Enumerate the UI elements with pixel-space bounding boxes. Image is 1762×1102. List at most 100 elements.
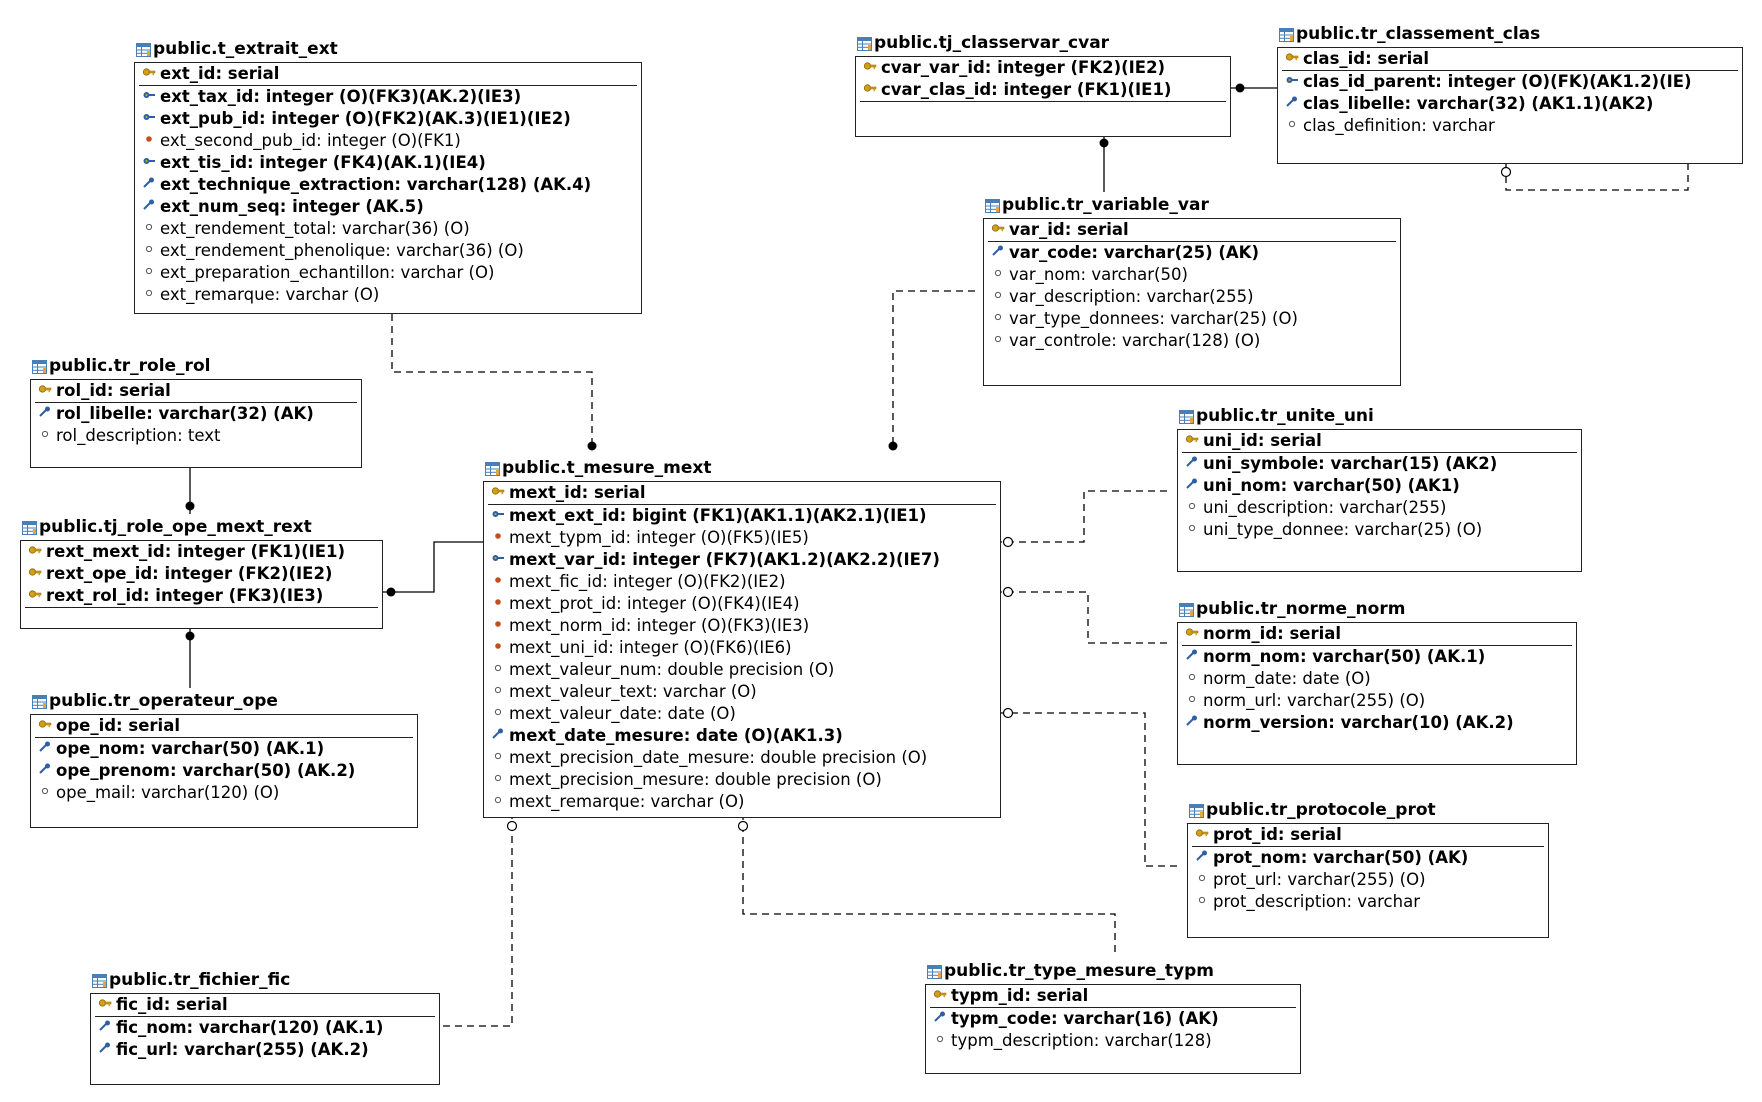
column-row[interactable]: uni_type_donnee: varchar(25) (O) (1182, 519, 1577, 541)
column-row[interactable]: ext_num_seq: integer (AK.5) (139, 196, 637, 218)
column-row[interactable]: var_nom: varchar(50) (988, 264, 1396, 286)
column-row[interactable]: clas_id_parent: integer (O)(FK)(AK1.2)(I… (1282, 71, 1738, 93)
entity-tr-fichier-fic[interactable]: public.tr_fichier_fic fic_id: serial fic… (90, 967, 440, 1085)
column-row[interactable]: mext_precision_date_mesure: double preci… (488, 747, 996, 769)
column-row[interactable]: mext_date_mesure: date (O)(AK1.3) (488, 725, 996, 747)
entity-t-extrait-ext[interactable]: public.t_extrait_ext ext_id: serial ext_… (134, 36, 642, 314)
entity-tr-norme-norm[interactable]: public.tr_norme_norm norm_id: serial nor… (1177, 596, 1577, 765)
column-row[interactable]: ope_mail: varchar(120) (O) (35, 782, 413, 804)
entity-tr-operateur-ope[interactable]: public.tr_operateur_ope ope_id: serial o… (30, 688, 418, 828)
alternate-key-icon (37, 403, 53, 425)
column-row[interactable]: ext_preparation_echantillon: varchar (O) (139, 262, 637, 284)
column-row[interactable]: norm_nom: varchar(50) (AK.1) (1182, 646, 1572, 668)
column-row[interactable]: ext_tax_id: integer (O)(FK3)(AK.2)(IE3) (139, 86, 637, 108)
entity-tj-classervar-cvar[interactable]: public.tj_classervar_cvar cvar_var_id: i… (855, 30, 1231, 137)
entity-tr-role-rol[interactable]: public.tr_role_rol rol_id: serial rol_li… (30, 353, 362, 468)
alternate-key-icon (932, 1008, 948, 1030)
column-row[interactable]: ext_second_pub_id: integer (O)(FK1) (139, 130, 637, 152)
column-row[interactable]: mext_uni_id: integer (O)(FK6)(IE6) (488, 637, 996, 659)
rel-end-dot (386, 587, 396, 597)
column-circle-icon (37, 782, 53, 804)
column-row[interactable]: cvar_clas_id: integer (FK1)(IE1) (860, 79, 1226, 101)
column-label: mext_remarque: varchar (O) (509, 792, 745, 811)
entity-tr-type-mesure-typm[interactable]: public.tr_type_mesure_typm typm_id: seri… (925, 958, 1301, 1074)
column-label: ext_technique_extraction: varchar(128) (… (160, 175, 592, 194)
column-circle-icon (141, 218, 157, 240)
column-row[interactable]: mext_typm_id: integer (O)(FK5)(IE5) (488, 527, 996, 549)
column-row[interactable]: rol_libelle: varchar(32) (AK) (35, 403, 357, 425)
column-row[interactable]: clas_libelle: varchar(32) (AK1.1)(AK2) (1282, 93, 1738, 115)
column-row[interactable]: ope_prenom: varchar(50) (AK.2) (35, 760, 413, 782)
column-row[interactable]: ext_pub_id: integer (O)(FK2)(AK.3)(IE1)(… (139, 108, 637, 130)
column-label: rext_mext_id: integer (FK1)(IE1) (46, 542, 346, 561)
entity-tr-classement-clas[interactable]: public.tr_classement_clas clas_id: seria… (1277, 21, 1743, 164)
column-row[interactable]: mext_prot_id: integer (O)(FK4)(IE4) (488, 593, 996, 615)
column-row[interactable]: var_id: serial (988, 219, 1396, 241)
column-row[interactable]: rol_id: serial (35, 380, 357, 402)
column-row[interactable]: mext_remarque: varchar (O) (488, 791, 996, 813)
column-row[interactable]: ope_id: serial (35, 715, 413, 737)
column-row[interactable]: prot_description: varchar (1192, 891, 1544, 913)
column-circle-icon (990, 308, 1006, 330)
entity-tr-protocole-prot[interactable]: public.tr_protocole_prot prot_id: serial… (1187, 797, 1549, 938)
column-row[interactable]: mext_valeur_text: varchar (O) (488, 681, 996, 703)
column-row[interactable]: var_description: varchar(255) (988, 286, 1396, 308)
column-label: mext_fic_id: integer (O)(FK2)(IE2) (509, 572, 786, 591)
column-row[interactable]: ext_tis_id: integer (FK4)(AK.1)(IE4) (139, 152, 637, 174)
column-row[interactable]: uni_symbole: varchar(15) (AK2) (1182, 453, 1577, 475)
column-row[interactable]: uni_nom: varchar(50) (AK1) (1182, 475, 1577, 497)
column-row[interactable]: ext_rendement_total: varchar(36) (O) (139, 218, 637, 240)
column-row[interactable]: mext_id: serial (488, 482, 996, 504)
column-row[interactable]: clas_definition: varchar (1282, 115, 1738, 137)
key-icon (932, 985, 948, 1007)
column-row[interactable]: var_code: varchar(25) (AK) (988, 242, 1396, 264)
column-row[interactable]: typm_id: serial (930, 985, 1296, 1007)
column-row[interactable]: cvar_var_id: integer (FK2)(IE2) (860, 57, 1226, 79)
column-row[interactable]: mext_norm_id: integer (O)(FK3)(IE3) (488, 615, 996, 637)
column-row[interactable]: typm_code: varchar(16) (AK) (930, 1008, 1296, 1030)
column-row[interactable]: rext_ope_id: integer (FK2)(IE2) (25, 563, 378, 585)
column-row[interactable]: ope_nom: varchar(50) (AK.1) (35, 738, 413, 760)
column-label: fic_url: varchar(255) (AK.2) (116, 1040, 369, 1059)
alternate-key-icon (490, 725, 506, 747)
column-row[interactable]: uni_description: varchar(255) (1182, 497, 1577, 519)
column-row[interactable]: var_type_donnees: varchar(25) (O) (988, 308, 1396, 330)
entity-tj-role-ope-mext-rext[interactable]: public.tj_role_ope_mext_rext rext_mext_i… (20, 514, 383, 629)
column-row[interactable]: norm_version: varchar(10) (AK.2) (1182, 712, 1572, 734)
column-row[interactable]: fic_url: varchar(255) (AK.2) (95, 1039, 435, 1061)
column-row[interactable]: mext_valeur_num: double precision (O) (488, 659, 996, 681)
column-row[interactable]: ext_rendement_phenolique: varchar(36) (O… (139, 240, 637, 262)
column-row[interactable]: mext_var_id: integer (FK7)(AK1.2)(AK2.2)… (488, 549, 996, 571)
column-row[interactable]: ext_technique_extraction: varchar(128) (… (139, 174, 637, 196)
column-row[interactable]: mext_fic_id: integer (O)(FK2)(IE2) (488, 571, 996, 593)
key-link-icon (490, 549, 506, 571)
column-row[interactable]: fic_id: serial (95, 994, 435, 1016)
column-row[interactable]: mext_valeur_date: date (O) (488, 703, 996, 725)
column-row[interactable]: ext_id: serial (139, 63, 637, 85)
column-row[interactable]: ext_remarque: varchar (O) (139, 284, 637, 306)
column-row[interactable]: var_controle: varchar(128) (O) (988, 330, 1396, 352)
column-row[interactable]: fic_nom: varchar(120) (AK.1) (95, 1017, 435, 1039)
column-row[interactable]: mext_precision_mesure: double precision … (488, 769, 996, 791)
column-row[interactable]: mext_ext_id: bigint (FK1)(AK1.1)(AK2.1)(… (488, 505, 996, 527)
alternate-key-icon (990, 242, 1006, 264)
column-row[interactable]: prot_url: varchar(255) (O) (1192, 869, 1544, 891)
column-row[interactable]: clas_id: serial (1282, 48, 1738, 70)
column-row[interactable]: norm_url: varchar(255) (O) (1182, 690, 1572, 712)
entity-t-mesure-mext[interactable]: public.t_mesure_mext mext_id: serial mex… (483, 455, 1001, 818)
column-row[interactable]: uni_id: serial (1182, 430, 1577, 452)
column-row[interactable]: prot_id: serial (1192, 824, 1544, 846)
column-row[interactable]: rol_description: text (35, 425, 357, 447)
rel-end-dot (185, 501, 195, 511)
column-row[interactable]: norm_id: serial (1182, 623, 1572, 645)
column-row[interactable]: prot_nom: varchar(50) (AK) (1192, 847, 1544, 869)
column-row[interactable]: typm_description: varchar(128) (930, 1030, 1296, 1052)
rel-end-circle (1002, 586, 1014, 598)
column-row[interactable]: rext_rol_id: integer (FK3)(IE3) (25, 585, 378, 607)
column-row[interactable]: rext_mext_id: integer (FK1)(IE1) (25, 541, 378, 563)
entity-tr-variable-var[interactable]: public.tr_variable_var var_id: serial va… (983, 192, 1401, 386)
foreign-key-dot-icon (490, 593, 506, 615)
column-row[interactable]: norm_date: date (O) (1182, 668, 1572, 690)
entity-tr-unite-uni[interactable]: public.tr_unite_uni uni_id: serial uni_s… (1177, 403, 1582, 572)
